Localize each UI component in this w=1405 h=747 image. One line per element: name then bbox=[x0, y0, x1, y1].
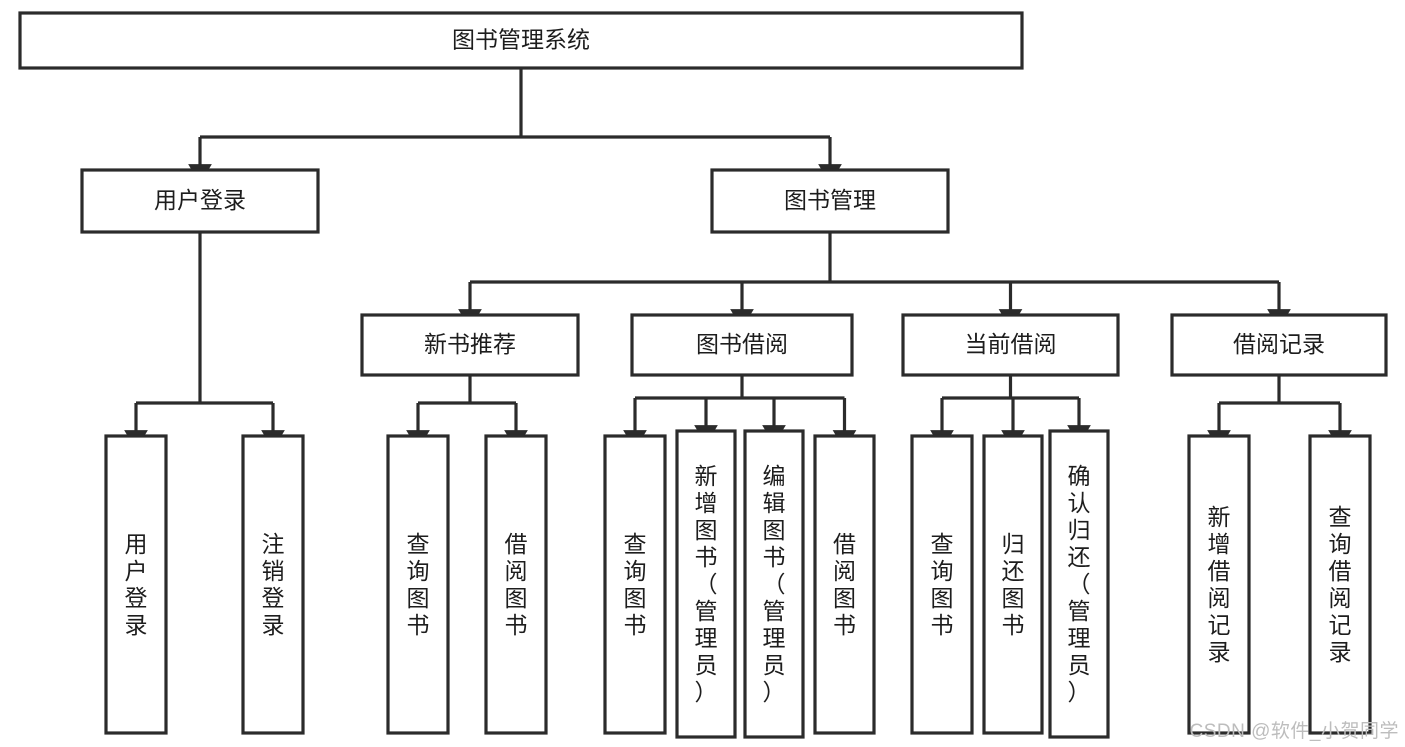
node-box bbox=[484, 434, 548, 735]
node-leaf-user-login[interactable]: 用户登录 bbox=[104, 434, 168, 735]
node-label: 借阅图书 bbox=[833, 531, 856, 638]
node-leaf-query-book[interactable]: 查询图书 bbox=[603, 434, 667, 735]
node-leaf-borrow-book[interactable]: 借阅图书 bbox=[813, 434, 876, 735]
node-box bbox=[1187, 434, 1251, 735]
node-box bbox=[360, 313, 580, 377]
node-label: 图书管理 bbox=[784, 187, 876, 213]
node-label: 用户登录 bbox=[154, 187, 246, 213]
node-label: 归还图书 bbox=[1002, 531, 1025, 638]
node-label: 新增借阅记录 bbox=[1208, 504, 1231, 665]
node-label: 查询图书 bbox=[931, 531, 954, 638]
node-current-borrow[interactable]: 当前借阅 bbox=[901, 313, 1120, 377]
node-leaf-add-borrow-rec[interactable]: 新增借阅记录 bbox=[1187, 434, 1251, 735]
node-leaf-query-borrow-rec[interactable]: 查询借阅记录 bbox=[1308, 434, 1372, 735]
node-leaf-query-book-rec[interactable]: 查询图书 bbox=[386, 434, 450, 735]
node-layer: 图书管理系统用户登录图书管理新书推荐图书借阅当前借阅借阅记录用户登录注销登录查询… bbox=[18, 11, 1388, 739]
node-box bbox=[603, 434, 667, 735]
node-box bbox=[18, 11, 1024, 70]
node-box bbox=[1170, 313, 1388, 377]
node-borrow-record[interactable]: 借阅记录 bbox=[1170, 313, 1388, 377]
node-leaf-confirm-return[interactable]: 确认归还（管理员） bbox=[1048, 429, 1110, 739]
node-label: 借阅图书 bbox=[505, 531, 528, 638]
edge-group-book-manage bbox=[458, 232, 1291, 329]
node-box bbox=[1308, 434, 1372, 735]
node-book-borrow[interactable]: 图书借阅 bbox=[630, 313, 854, 377]
node-box bbox=[982, 434, 1044, 735]
node-root[interactable]: 图书管理系统 bbox=[18, 11, 1024, 70]
node-box bbox=[104, 434, 168, 735]
edge-group-root bbox=[188, 68, 842, 184]
node-label: 新书推荐 bbox=[424, 331, 516, 357]
node-label: 图书借阅 bbox=[696, 331, 788, 357]
node-label: 查询图书 bbox=[624, 531, 647, 638]
node-leaf-add-book-admin[interactable]: 新增图书（管理员） bbox=[675, 429, 737, 739]
node-box bbox=[1048, 429, 1110, 739]
edge-group-borrow-record bbox=[1207, 375, 1352, 450]
node-label: 当前借阅 bbox=[965, 331, 1057, 357]
node-label: 查询借阅记录 bbox=[1329, 504, 1352, 665]
node-box bbox=[710, 168, 950, 234]
edge-group-new-book-rec bbox=[406, 375, 528, 450]
edge-group-user-login bbox=[124, 232, 285, 450]
node-box bbox=[813, 434, 876, 735]
node-label: 用户登录 bbox=[125, 531, 148, 638]
node-box bbox=[386, 434, 450, 735]
node-leaf-edit-book-admin[interactable]: 编辑图书（管理员） bbox=[743, 429, 805, 739]
node-label: 确认归还（管理员） bbox=[1068, 463, 1091, 705]
node-box bbox=[901, 313, 1120, 377]
node-label: 新增图书（管理员） bbox=[695, 463, 718, 705]
node-label: 借阅记录 bbox=[1233, 331, 1325, 357]
node-box bbox=[675, 429, 737, 739]
node-leaf-user-logout[interactable]: 注销登录 bbox=[241, 434, 305, 735]
node-leaf-borrow-book-rec[interactable]: 借阅图书 bbox=[484, 434, 548, 735]
node-box bbox=[910, 434, 974, 735]
node-box bbox=[743, 429, 805, 739]
watermark-text: CSDN @软件_小贺同学 bbox=[1189, 721, 1399, 742]
node-user-login[interactable]: 用户登录 bbox=[80, 168, 320, 234]
node-label: 编辑图书（管理员） bbox=[763, 463, 786, 705]
node-box bbox=[241, 434, 305, 735]
node-book-manage[interactable]: 图书管理 bbox=[710, 168, 950, 234]
node-box bbox=[630, 313, 854, 377]
node-leaf-return-book[interactable]: 归还图书 bbox=[982, 434, 1044, 735]
node-leaf-query-book-cur[interactable]: 查询图书 bbox=[910, 434, 974, 735]
node-label: 注销登录 bbox=[262, 531, 285, 638]
node-label: 图书管理系统 bbox=[452, 27, 590, 53]
node-new-book-rec[interactable]: 新书推荐 bbox=[360, 313, 580, 377]
edge-group-current-borrow bbox=[930, 375, 1091, 450]
edge-group-book-borrow bbox=[623, 375, 857, 450]
connector-layer bbox=[124, 68, 1352, 450]
node-label: 查询图书 bbox=[407, 531, 430, 638]
node-box bbox=[80, 168, 320, 234]
